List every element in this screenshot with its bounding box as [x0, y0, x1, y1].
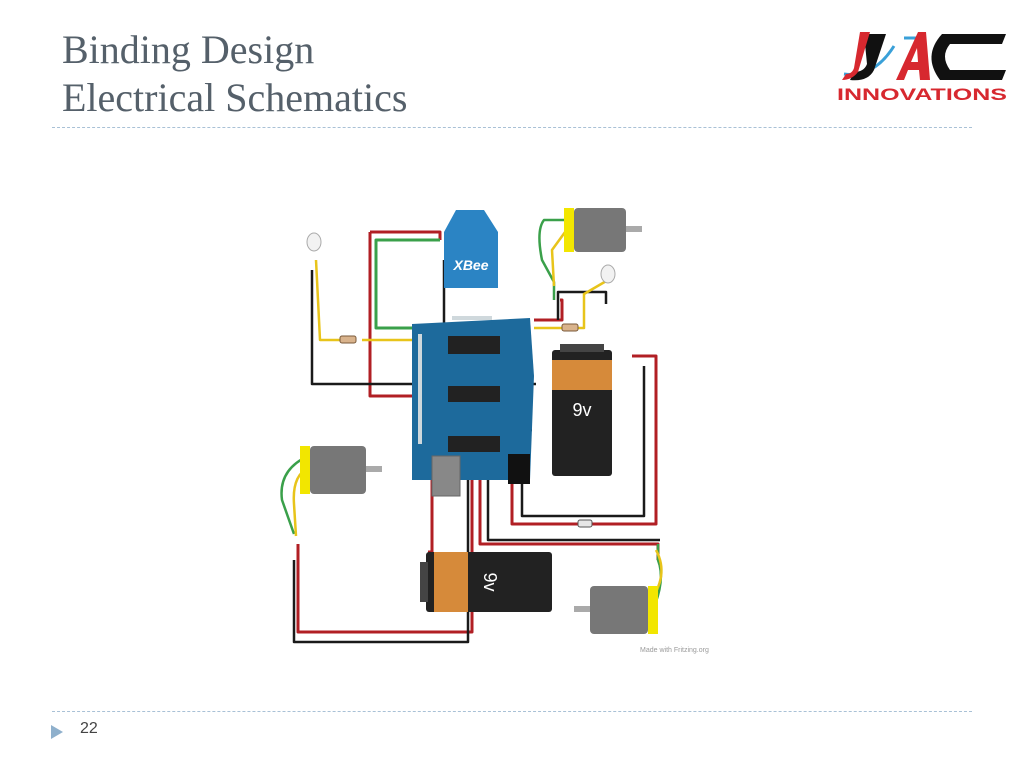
bottom-divider [52, 711, 972, 712]
logo-wordmark: INNOVATIONS [837, 85, 1007, 104]
battery-right: 9v [552, 344, 612, 476]
battery-bottom-label: 9v [480, 572, 500, 591]
xbee-label: XBee [452, 257, 488, 273]
title-line-2: Electrical Schematics [62, 75, 408, 120]
jac-innovations-logo: INNOVATIONS [837, 32, 1007, 104]
motor-top-right [564, 208, 642, 252]
electrical-schematic: XBee 9v 9v Made with Fritzin [280, 208, 709, 654]
play-arrow-icon [51, 725, 63, 739]
battery-right-label: 9v [572, 400, 591, 420]
fritzing-credit: Made with Fritzing.org [640, 647, 709, 654]
title-line-1: Binding Design [62, 27, 315, 72]
motor-bottom-right [574, 586, 658, 634]
page-number: 22 [80, 720, 98, 737]
motor-left [300, 446, 382, 494]
top-divider [52, 127, 972, 128]
battery-bottom: 9v [420, 552, 552, 612]
slide-title: Binding Design Electrical Schematics [62, 26, 407, 122]
